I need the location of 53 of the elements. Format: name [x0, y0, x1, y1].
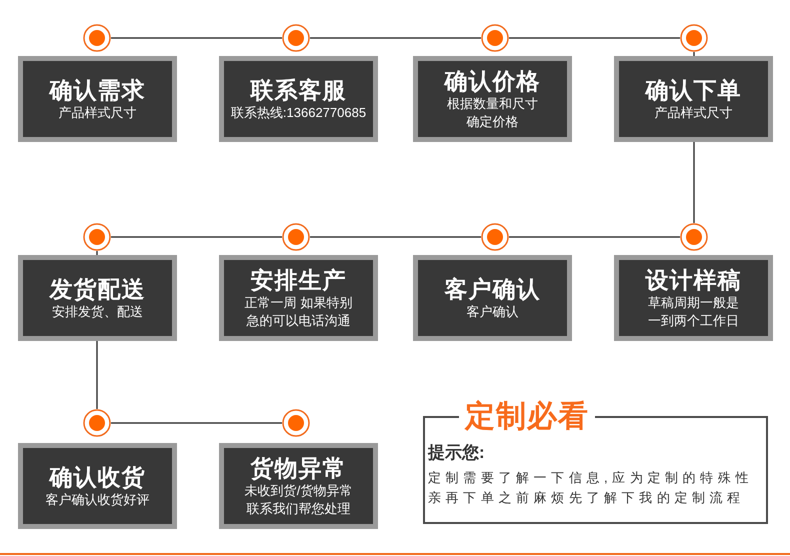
- connector-line: [111, 236, 282, 238]
- timeline-dot: [481, 24, 509, 52]
- timeline-dot: [83, 223, 111, 251]
- step-box: [413, 56, 572, 142]
- step-title: 确认下单: [646, 76, 742, 104]
- connector-line: [111, 422, 282, 424]
- connector-line: [693, 52, 695, 56]
- note-heading: 提示您:: [428, 442, 485, 464]
- step-box: [18, 255, 177, 341]
- step-note: 根据数量和尺寸确定价格: [446, 95, 539, 131]
- step-note: 产品样式尺寸: [58, 104, 138, 122]
- step-box: [219, 255, 378, 341]
- timeline-dot: [481, 223, 509, 251]
- step-title: 客户确认: [444, 275, 540, 303]
- step-box: [614, 255, 773, 341]
- step-box: [18, 56, 177, 142]
- step-note: 联系热线:13662770685: [230, 104, 366, 122]
- timeline-dot: [282, 223, 310, 251]
- step-title: 确认收货: [50, 463, 146, 491]
- timeline-dot: [83, 24, 111, 52]
- connector-line: [509, 236, 680, 238]
- connector-line: [96, 251, 98, 255]
- connector-line: [310, 236, 481, 238]
- timeline-dot: [680, 24, 708, 52]
- note-text: 定制需要了解一下信息,应为定制的特殊性亲再下单之前麻烦先了解下我的定制流程: [428, 469, 754, 507]
- step-box: [219, 56, 378, 142]
- connector-line: [509, 37, 680, 39]
- step-title: 确认价格: [444, 67, 540, 95]
- connector-line: [111, 37, 282, 39]
- timeline-dot: [282, 409, 310, 437]
- step-box: [614, 56, 773, 142]
- step-note: 草稿周期一般是一到两个工作日: [647, 294, 740, 330]
- connector-line: [693, 142, 695, 223]
- timeline-dot: [282, 24, 310, 52]
- step-title: 货物异常: [250, 454, 346, 482]
- step-title: 发货配送: [50, 275, 146, 303]
- step-note: 客户确认收货好评: [44, 491, 150, 509]
- timeline-dot: [680, 223, 708, 251]
- step-note: 产品样式尺寸: [654, 104, 734, 122]
- step-note: 安排发货、配送: [51, 303, 144, 321]
- step-title: 联系客服: [250, 76, 346, 104]
- step-title: 安排生产: [250, 266, 346, 294]
- step-note: 正常一周 如果特别急的可以电话沟通: [244, 294, 354, 330]
- step-note: 客户确认: [466, 303, 520, 321]
- timeline-dot: [83, 409, 111, 437]
- step-note: 未收到货/货物异常联系我们帮您处理: [244, 482, 354, 518]
- step-title: 确认需求: [50, 76, 146, 104]
- step-box: [18, 443, 177, 529]
- connector-line: [96, 341, 98, 409]
- step-box: [413, 255, 572, 341]
- connector-line: [310, 37, 481, 39]
- step-title: 设计样稿: [646, 266, 742, 294]
- step-box: [219, 443, 378, 529]
